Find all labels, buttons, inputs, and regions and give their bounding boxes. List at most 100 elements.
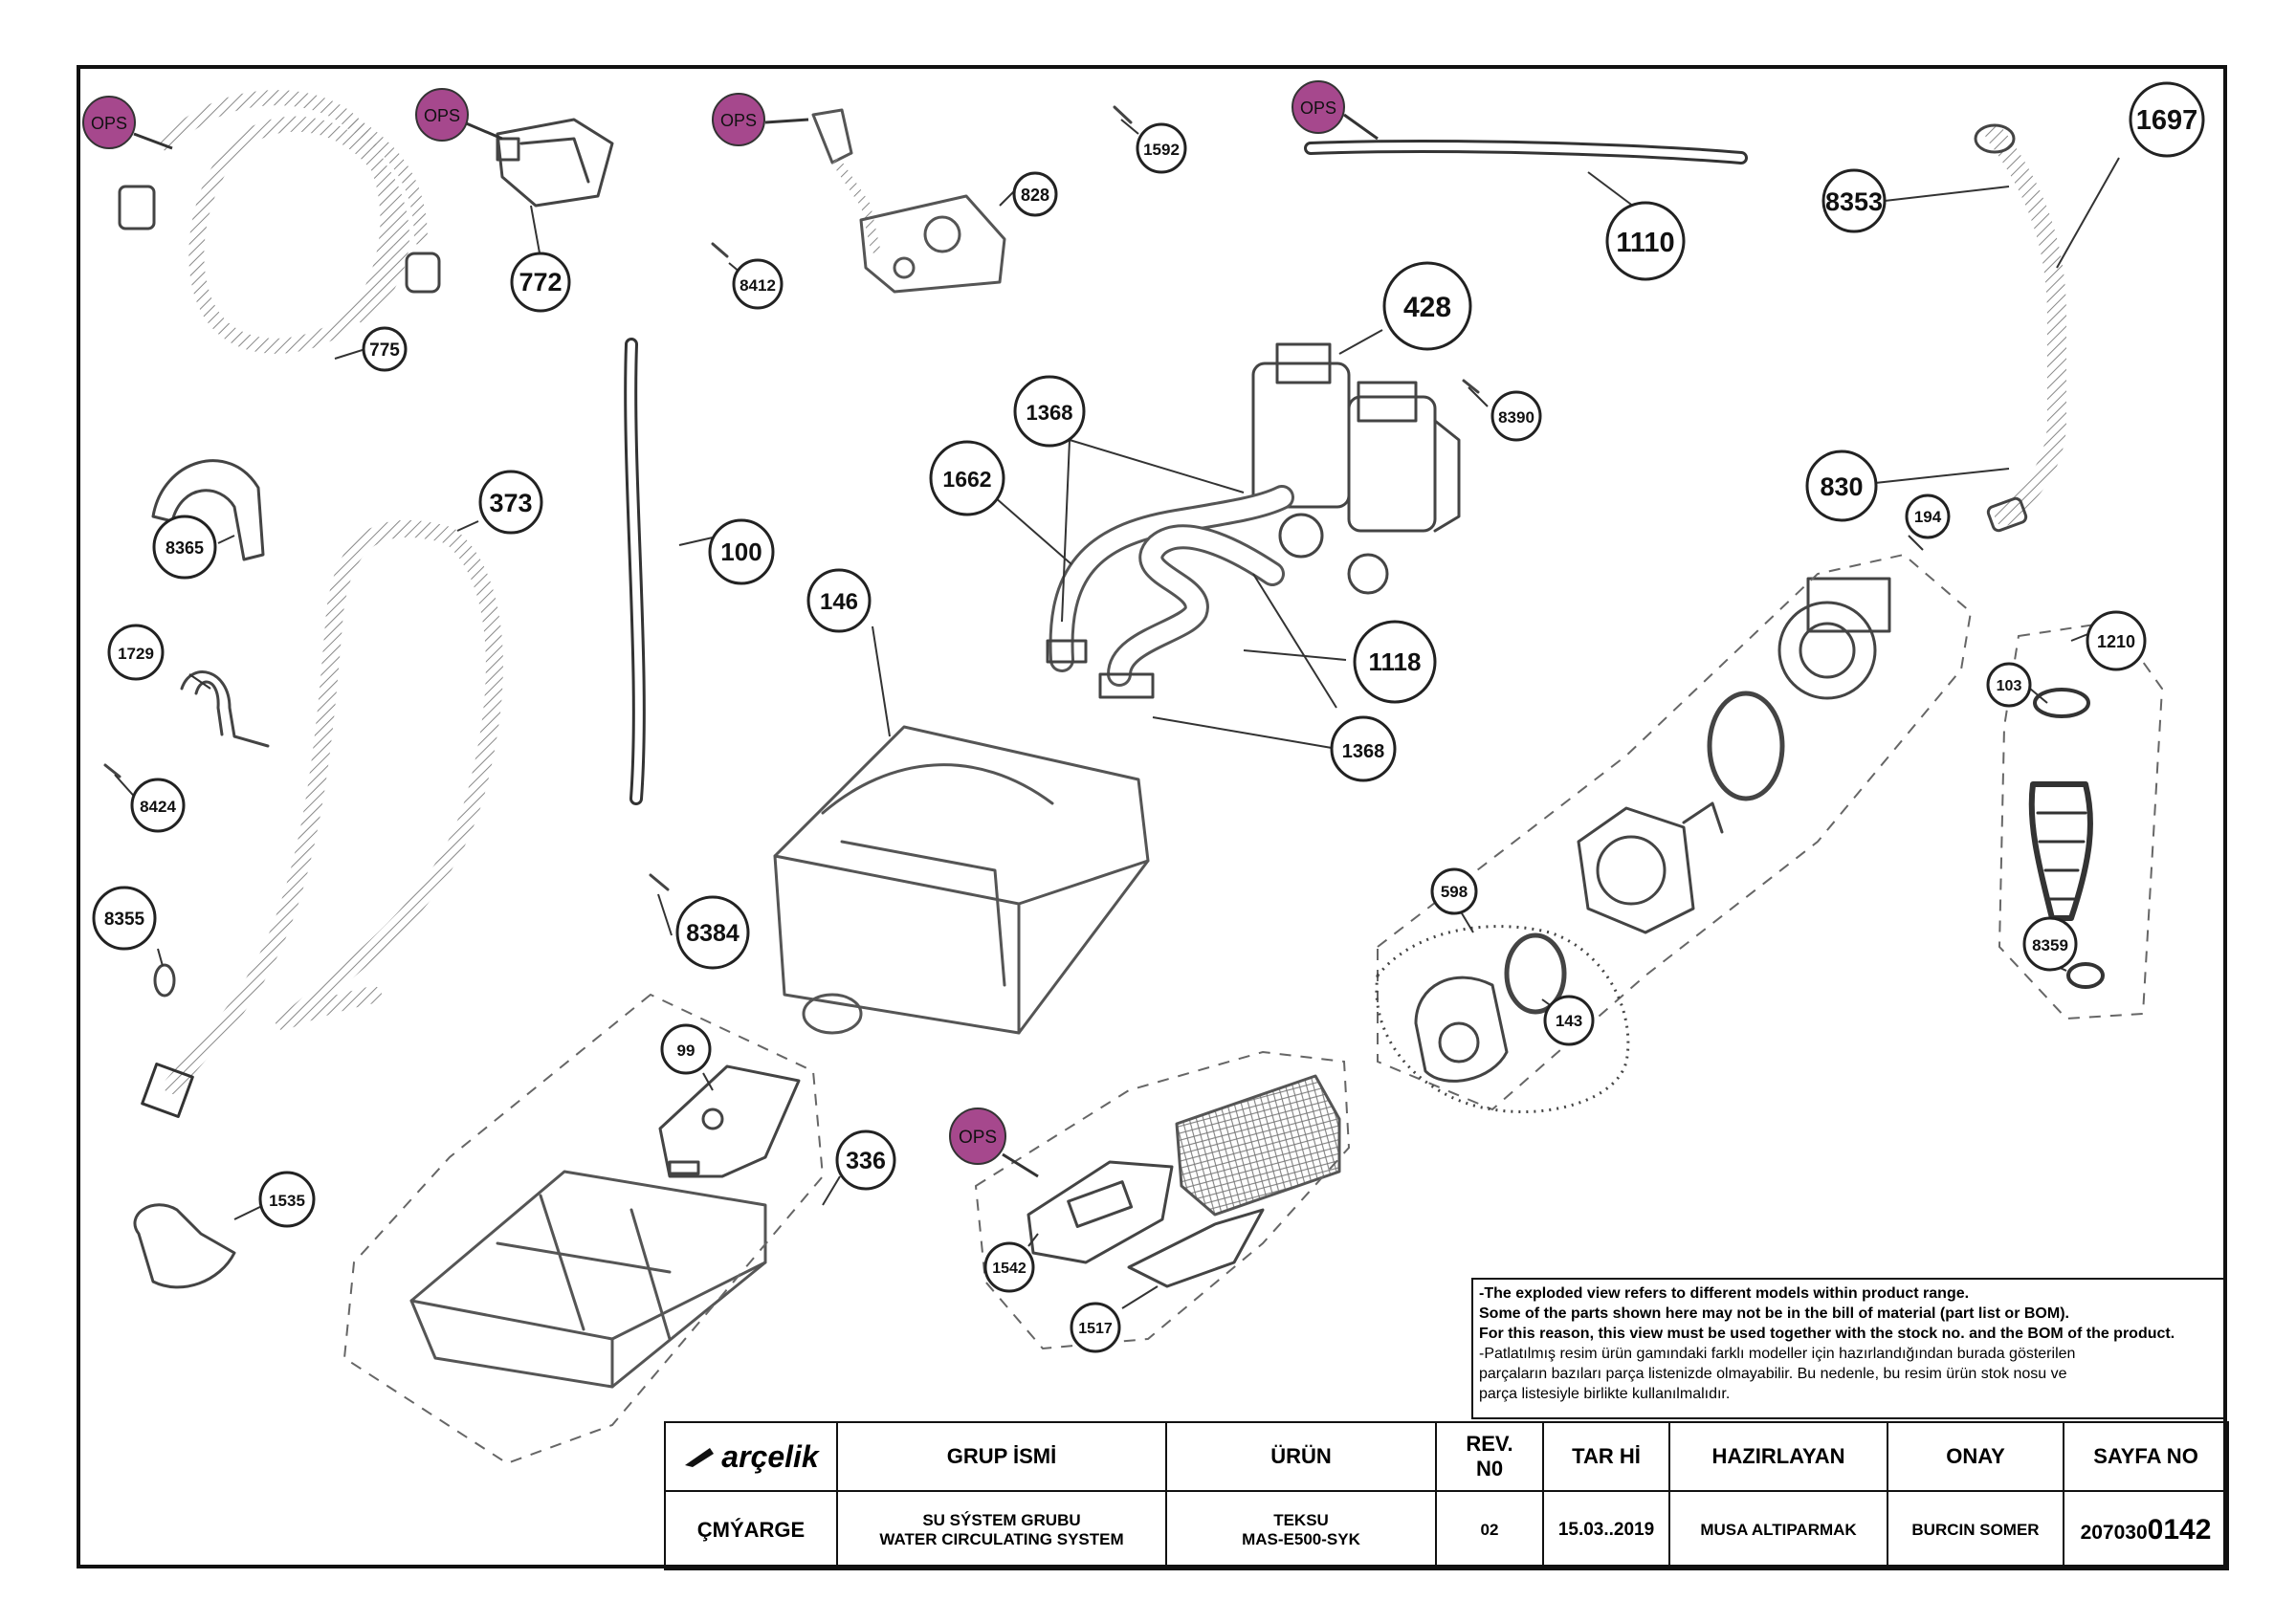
svg-text:598: 598 (1441, 883, 1468, 901)
revision-header: REV. N0 (1435, 1421, 1544, 1492)
part-598-filter (1414, 976, 1509, 1083)
group-name-line2: WATER CIRCULATING SYSTEM (879, 1530, 1124, 1548)
part-775-inlet-hose (118, 90, 441, 354)
sheet-number-suffix: 0142 (2147, 1514, 2212, 1546)
callout-8355: 8355 (92, 886, 157, 951)
callout-428: 428 (1382, 261, 1472, 351)
outline-filter-group (974, 1050, 1351, 1350)
callout-1210: 1210 (2086, 610, 2147, 671)
part-373-connector (141, 1062, 194, 1119)
svg-text:100: 100 (720, 537, 762, 566)
ops-badge-filter-tray: OPS (949, 1108, 1039, 1178)
svg-text:1535: 1535 (269, 1192, 305, 1210)
callout-1535: 1535 (258, 1171, 316, 1228)
callout-830: 830 (1805, 450, 1878, 522)
approval-header: ONAY (1887, 1421, 2064, 1492)
callout-1368-bottom: 1368 (1330, 715, 1397, 782)
callout-8384: 8384 (675, 895, 750, 970)
callout-336: 336 (835, 1130, 896, 1191)
note-line-2: Some of the parts shown here may not be … (1479, 1305, 2069, 1322)
note-line-5: parçaların bazıları parça listenizde olm… (1479, 1366, 2067, 1382)
svg-text:146: 146 (820, 589, 858, 615)
svg-text:8390: 8390 (1498, 408, 1534, 427)
part-1517-cover (1127, 1208, 1265, 1288)
prepared-by-value: MUSA ALTIPARMAK (1668, 1490, 1888, 1570)
department-label: ÇMÝARGE (664, 1490, 838, 1570)
ops-label: OPS (959, 1128, 997, 1148)
part-8355-clip (153, 963, 176, 998)
part-1697-drain-hose (1974, 123, 2066, 533)
date-value: 15.03..2019 (1542, 1490, 1670, 1570)
callout-1697: 1697 (2129, 81, 2205, 158)
callout-1592: 1592 (1136, 122, 1187, 174)
callout-103: 103 (1986, 662, 2032, 708)
part-1535-clamp (133, 1203, 236, 1289)
svg-text:1729: 1729 (118, 645, 154, 663)
ops-label: OPS (1300, 99, 1336, 118)
part-filter-mesh (1175, 1074, 1341, 1217)
callout-99: 99 (660, 1023, 712, 1075)
svg-text:8412: 8412 (740, 276, 776, 295)
svg-text:1368: 1368 (1027, 401, 1073, 425)
part-146-detergent-box (773, 725, 1150, 1035)
callout-1729: 1729 (107, 624, 165, 681)
svg-text:772: 772 (519, 268, 562, 296)
part-336-drawer (409, 1170, 767, 1389)
callout-8365: 8365 (152, 515, 217, 580)
screws (103, 105, 1480, 891)
part-772-bracket (496, 118, 614, 208)
sheet-number-value: 2070300142 (2063, 1490, 2229, 1570)
part-99-siphon (658, 1064, 801, 1178)
callout-1542: 1542 (983, 1241, 1035, 1293)
svg-text:1662: 1662 (942, 467, 991, 492)
brand-logo-text: arçelik (721, 1438, 819, 1474)
ops-label: OPS (720, 111, 757, 130)
callouts: 775 772 8412 828 1592 1110 8353 1697 428… (92, 81, 2205, 1353)
outline-pump-group (1377, 553, 1973, 1111)
svg-text:1118: 1118 (1369, 647, 1422, 676)
callout-1517: 1517 (1070, 1302, 1121, 1353)
svg-text:1697: 1697 (2136, 105, 2198, 136)
svg-text:194: 194 (1914, 508, 1942, 526)
svg-text:1542: 1542 (992, 1261, 1027, 1277)
svg-text:103: 103 (1997, 678, 2022, 694)
part-1210-bellows (2028, 688, 2105, 989)
svg-text:8359: 8359 (2032, 936, 2068, 954)
callout-1110: 1110 (1605, 201, 1686, 281)
svg-text:8384: 8384 (686, 920, 740, 947)
callout-1662: 1662 (929, 440, 1005, 516)
product-line1: TEKSU (1273, 1511, 1329, 1529)
sheet-number-prefix: 207030 (2080, 1522, 2148, 1544)
ops-badge-bracket: OPS (415, 88, 503, 142)
ops-badges: OPS OPS OPS OPS OPS (82, 80, 1379, 1178)
part-143-seal (1504, 932, 1567, 1015)
part-8365-clip (151, 459, 265, 561)
outline-drawer-group (342, 993, 825, 1465)
outline-598-group (1375, 925, 1630, 1113)
revision-header-line1: REV. (1466, 1432, 1513, 1456)
part-373-hose (164, 519, 503, 1094)
group-name-header: GRUP İSMİ (836, 1421, 1167, 1492)
svg-text:99: 99 (677, 1042, 695, 1060)
callout-598: 598 (1430, 867, 1478, 915)
ops-badge-hose-1110: OPS (1292, 80, 1379, 141)
callout-373: 373 (478, 470, 543, 535)
callout-8390: 8390 (1490, 390, 1542, 442)
svg-text:143: 143 (1556, 1012, 1582, 1030)
date-header: TAR Hİ (1542, 1421, 1670, 1492)
ops-badge-inlet-hose: OPS (82, 96, 173, 150)
group-name-line1: SU SÝSTEM GRUBU (922, 1511, 1081, 1529)
svg-text:1110: 1110 (1616, 228, 1674, 258)
ops-label: OPS (424, 106, 460, 125)
note-line-4: -Patlatılmış resim ürün gamındaki farklı… (1479, 1346, 2076, 1362)
svg-text:1368: 1368 (1342, 741, 1385, 762)
title-block: arçelik GRUP İSMİ ÜRÜN REV. N0 TAR Hİ HA… (664, 1421, 2229, 1570)
callout-772: 772 (510, 252, 571, 313)
callout-828: 828 (1012, 171, 1058, 217)
callout-100: 100 (708, 518, 775, 585)
product-header: ÜRÜN (1165, 1421, 1437, 1492)
callout-1368-top: 1368 (1013, 375, 1086, 448)
part-1729-clamp (180, 670, 270, 748)
brand-logo-cell: arçelik (664, 1421, 838, 1492)
callout-8359: 8359 (2022, 916, 2078, 972)
